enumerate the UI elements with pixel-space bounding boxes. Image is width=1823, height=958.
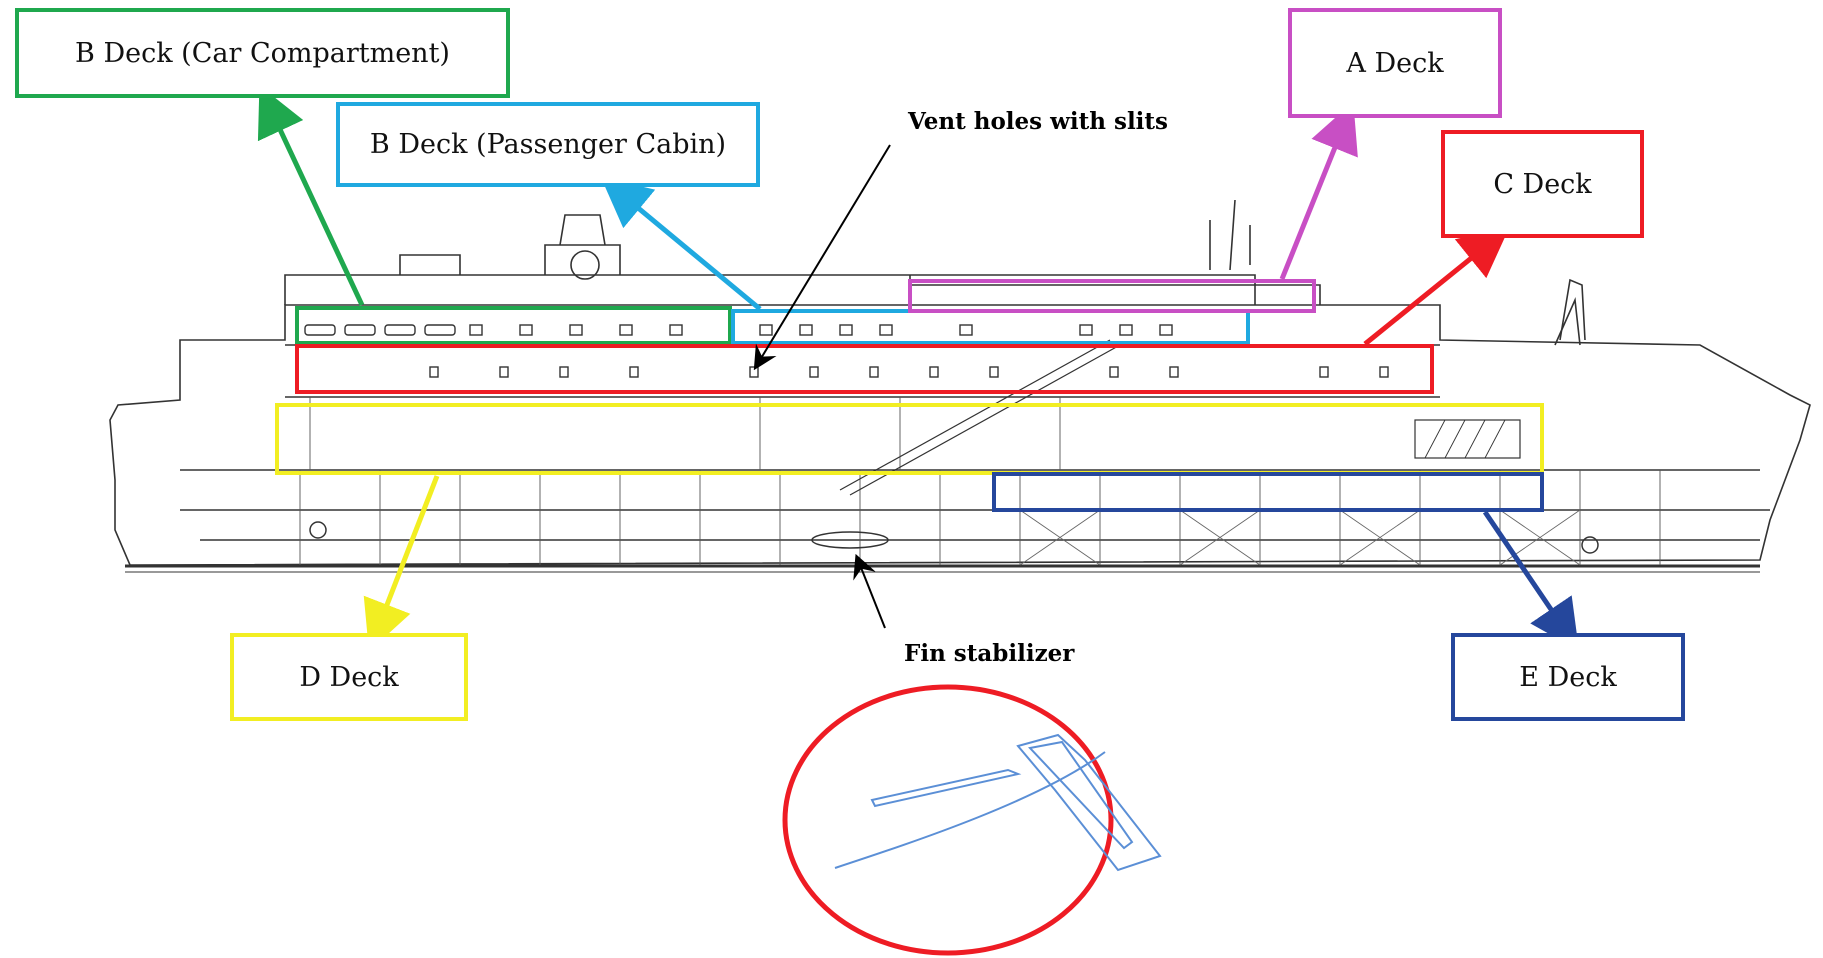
b-pass-highlight <box>731 309 1250 345</box>
c-highlight <box>295 344 1434 394</box>
inset-circle <box>782 684 1114 956</box>
b-pass-arrow <box>600 177 762 311</box>
fin-stabilizer-annotation: Fin stabilizer <box>904 640 1075 667</box>
ship-hull-drawing <box>109 199 1811 573</box>
vent-holes-annotation: Vent holes with slits <box>908 108 1168 135</box>
d-arrow <box>363 475 440 652</box>
b-car-highlight <box>295 306 732 345</box>
a-highlight <box>908 279 1316 313</box>
e-arrow <box>1482 510 1580 651</box>
label-e-deck: E Deck <box>1451 633 1685 721</box>
c-arrow <box>1363 227 1510 346</box>
label-b-car-compartment: B Deck (Car Compartment) <box>15 8 510 98</box>
fin-stabilizer-inset <box>782 684 1162 956</box>
e-highlight <box>992 472 1544 512</box>
deck-arrows <box>257 85 1580 652</box>
label-a-deck: A Deck <box>1288 8 1502 118</box>
deck-highlight-boxes <box>275 279 1544 512</box>
label-d-deck: D Deck <box>230 633 468 721</box>
d-highlight <box>275 403 1544 475</box>
fin-arrow <box>853 553 886 629</box>
label-c-deck: C Deck <box>1441 130 1644 238</box>
fin-detail-icon <box>834 733 1162 872</box>
b-car-arrow <box>257 85 365 307</box>
a-arrow <box>1279 101 1358 280</box>
vent-arrow <box>753 144 891 371</box>
label-b-passenger-cabin: B Deck (Passenger Cabin) <box>336 102 760 187</box>
